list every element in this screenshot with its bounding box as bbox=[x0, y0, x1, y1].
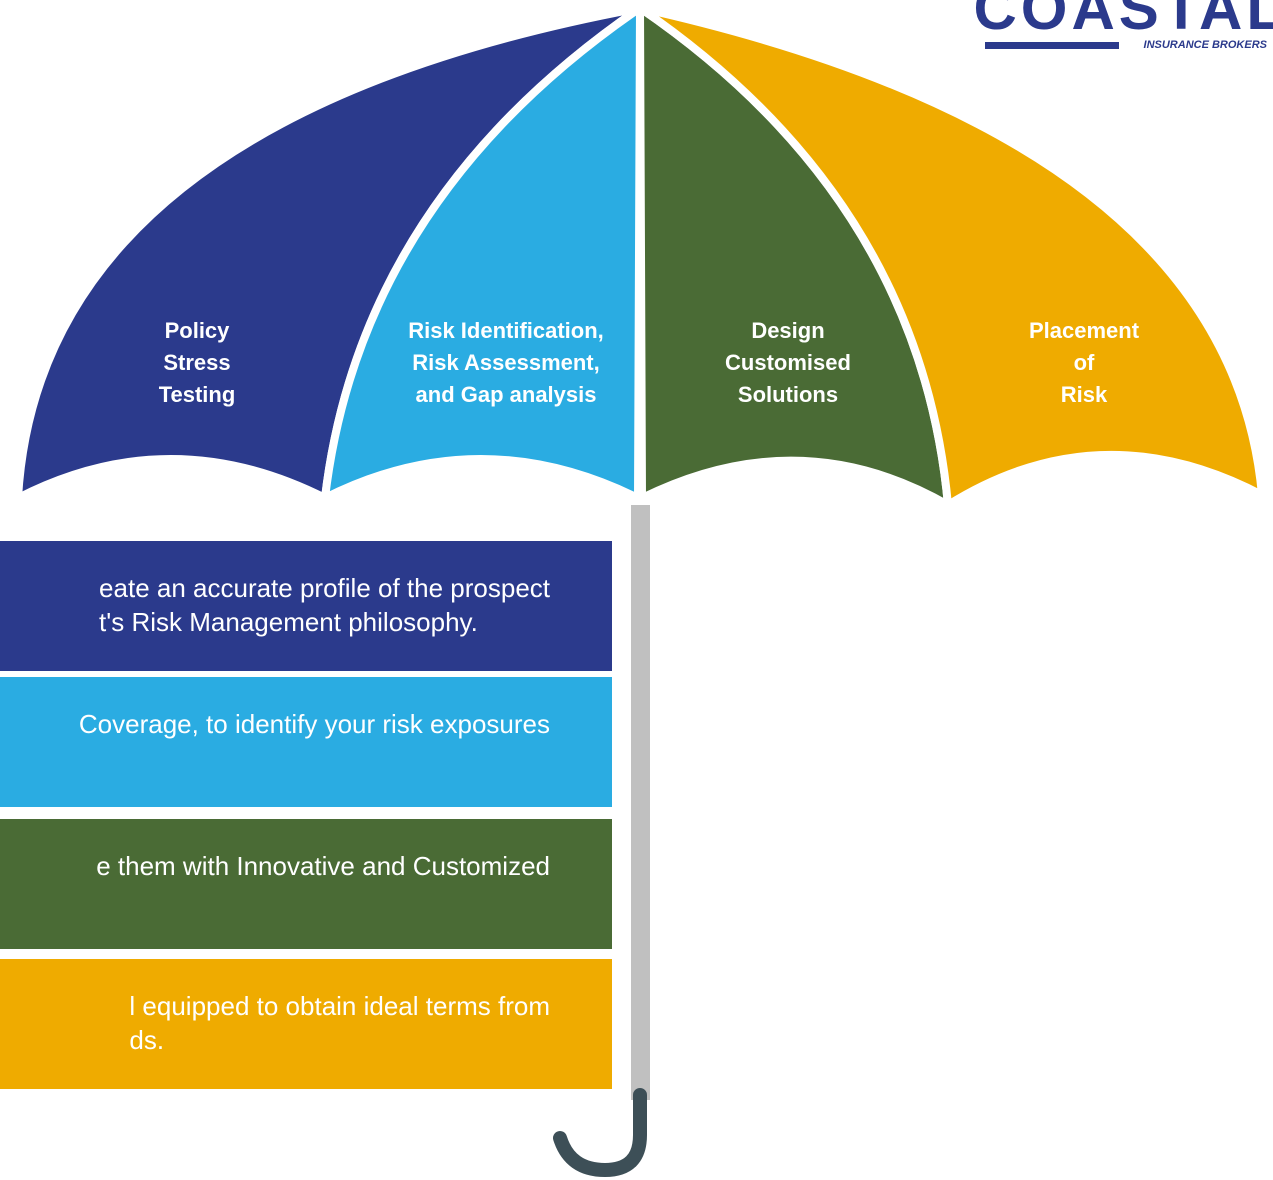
logo-underline-bar bbox=[985, 42, 1119, 49]
panel-label-placement-of-risk: Placement of Risk bbox=[1028, 318, 1140, 407]
description-text-1: eate an accurate profile of the prospect… bbox=[99, 573, 550, 637]
umbrella-shaft bbox=[631, 505, 650, 1100]
description-band-2: Coverage, to identify your risk exposure… bbox=[0, 677, 612, 807]
coastal-logo: COASTAL INSURANCE BROKERS bbox=[973, 0, 1273, 60]
panel-label-policy-stress-testing: Policy Stress Testing bbox=[158, 318, 236, 407]
description-band-3: e them with Innovative and Customized bbox=[0, 819, 612, 949]
description-band-4: l equipped to obtain ideal terms from ds… bbox=[0, 959, 612, 1089]
logo-wordmark: COASTAL bbox=[973, 0, 1273, 42]
description-text-4: l equipped to obtain ideal terms from ds… bbox=[129, 991, 550, 1055]
canopy-panel-2 bbox=[321, 4, 644, 502]
description-text-3: e them with Innovative and Customized bbox=[96, 851, 550, 881]
umbrella-handle bbox=[553, 1088, 647, 1178]
panel-label-design-solutions: Design Customised Solutions bbox=[725, 318, 851, 407]
description-text-2: Coverage, to identify your risk exposure… bbox=[78, 709, 550, 739]
canopy-panel-4 bbox=[636, 4, 1266, 509]
panel-label-risk-identification: Risk Identification, Risk Assessment, an… bbox=[408, 318, 604, 407]
description-band-1: eate an accurate profile of the prospect… bbox=[0, 541, 612, 671]
logo-tagline: INSURANCE BROKERS bbox=[1143, 39, 1267, 51]
